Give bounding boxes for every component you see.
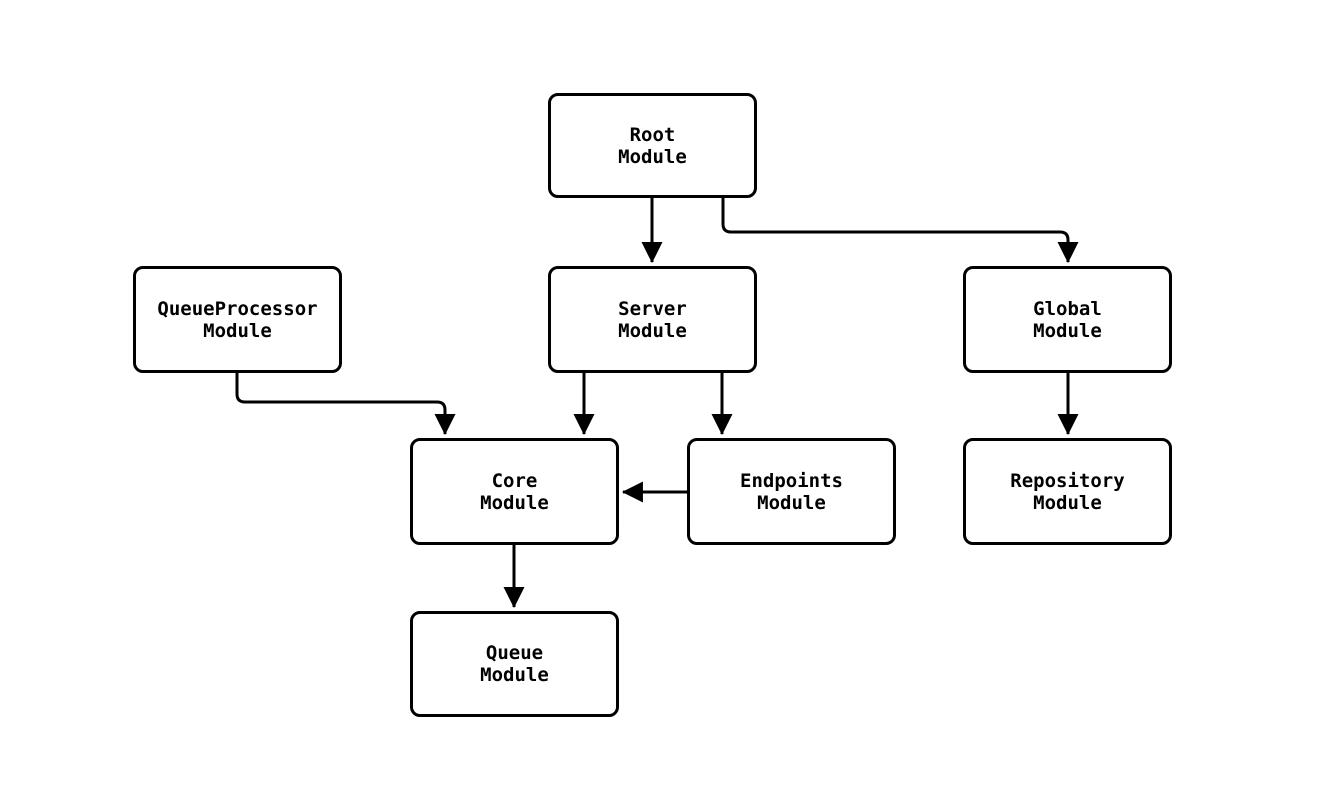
node-repository-module: Repository Module xyxy=(963,438,1172,545)
node-label: Global Module xyxy=(1033,297,1102,342)
node-label: QueueProcessor Module xyxy=(157,297,318,342)
node-endpoints-module: Endpoints Module xyxy=(687,438,896,545)
node-label: Server Module xyxy=(618,297,687,342)
node-label: Core Module xyxy=(480,469,549,514)
node-root-module: Root Module xyxy=(548,93,757,198)
node-label: Endpoints Module xyxy=(740,469,843,514)
node-queueprocessor-module: QueueProcessor Module xyxy=(133,266,342,373)
node-server-module: Server Module xyxy=(548,266,757,373)
node-core-module: Core Module xyxy=(410,438,619,545)
node-label: Root Module xyxy=(618,123,687,168)
node-queue-module: Queue Module xyxy=(410,611,619,717)
edge-root-global xyxy=(721,198,1079,264)
node-label: Queue Module xyxy=(480,642,549,686)
node-global-module: Global Module xyxy=(963,266,1172,373)
edge-queueprocessor-core xyxy=(235,373,456,436)
node-label: Repository Module xyxy=(1010,469,1125,514)
